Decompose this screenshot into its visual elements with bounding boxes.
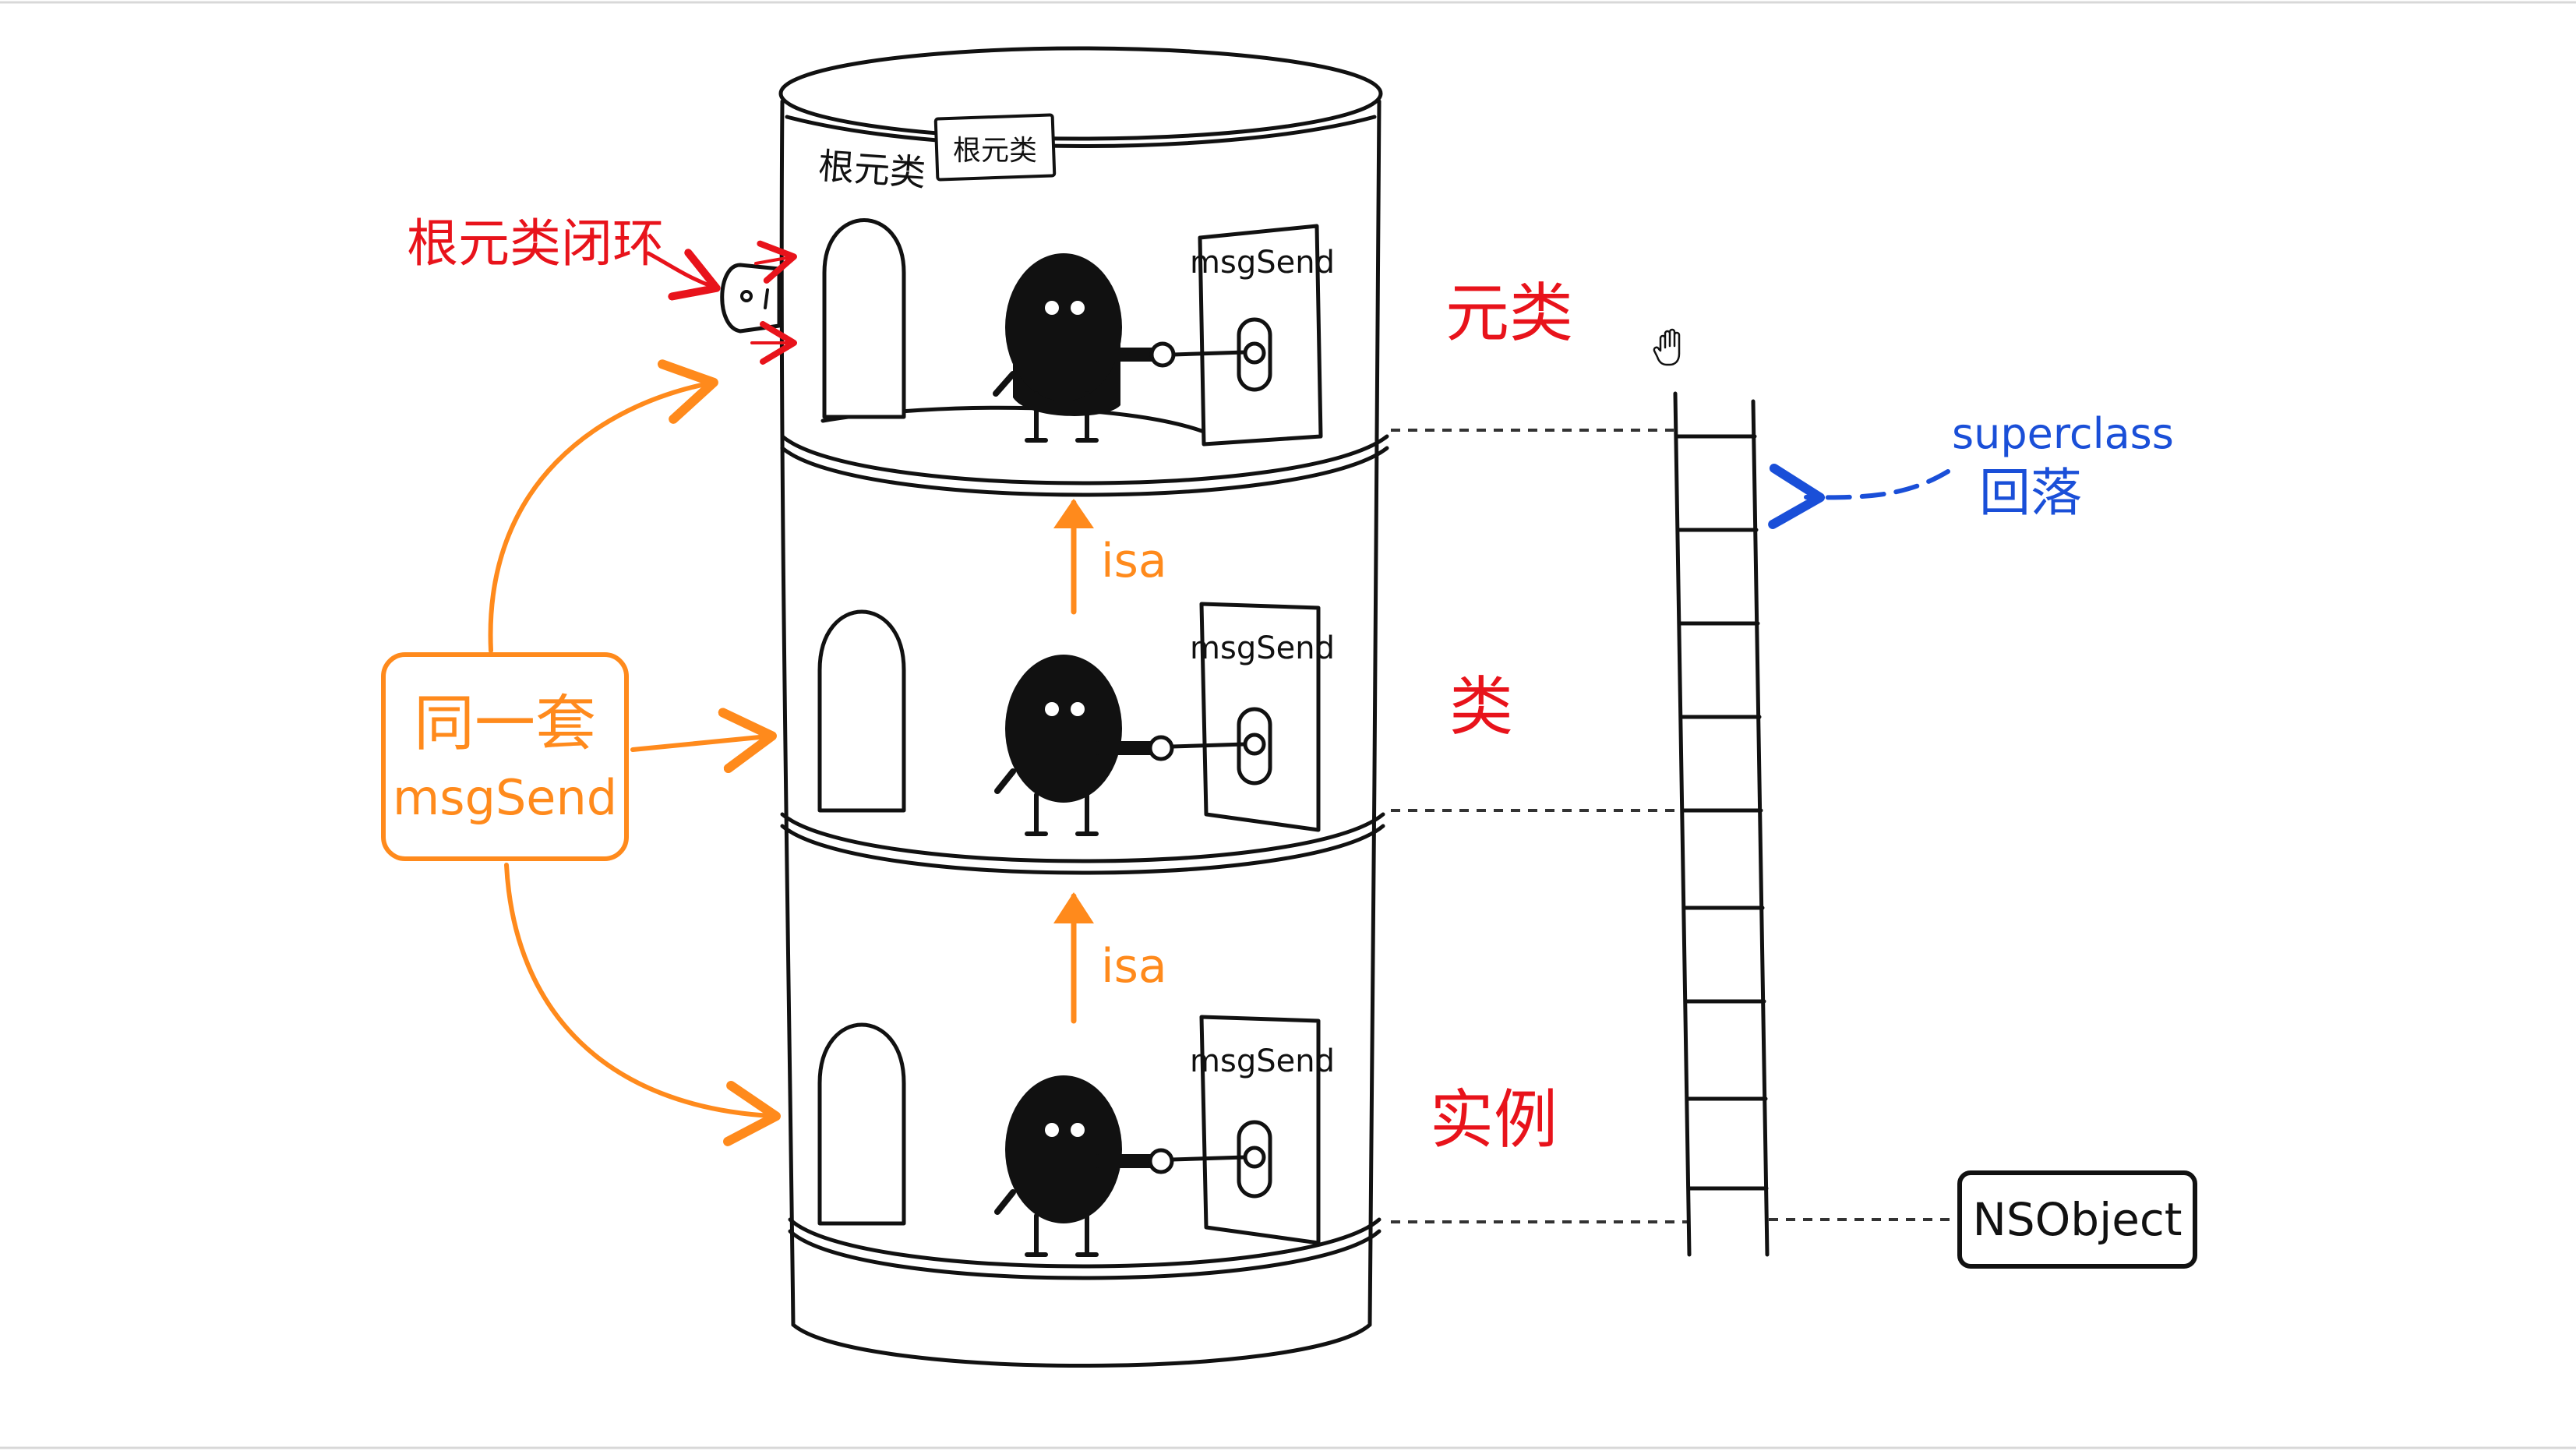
instance-label: 实例: [1430, 1083, 1558, 1157]
tower-left-wall: [779, 99, 796, 1327]
msgsend-panel-bottom-label: msgSend: [1190, 1043, 1335, 1079]
msgsend-panel-top-label: msgSend: [1190, 245, 1335, 281]
tower-right-wall: [1367, 99, 1382, 1327]
root-loop-arrow-main: [646, 249, 721, 301]
superclass-arrow: [1768, 463, 1950, 529]
orange-arrow-to-top: [488, 359, 718, 653]
floor-ring-2: [780, 812, 1385, 863]
top-room-label: 根元类: [817, 145, 927, 194]
msgsend-panel-top: msgSend: [1190, 224, 1335, 447]
class-label: 类: [1449, 670, 1513, 744]
orange-arrow-to-bottom: [504, 863, 781, 1146]
nsobject-label: NSObject: [1972, 1193, 2182, 1246]
msgsend-panel-middle-label: msgSend: [1190, 630, 1335, 666]
tower-base: [791, 1322, 1372, 1368]
top-sign-text: 根元类: [953, 135, 1037, 167]
same-msgsend-line2: msgSend: [393, 769, 617, 826]
character-middle: [994, 655, 1246, 836]
character-bottom: [994, 1075, 1246, 1257]
floor-ring-3: [788, 1217, 1382, 1269]
doorway-middle: [817, 609, 906, 813]
isa-arrow-upper: isa: [1053, 499, 1167, 615]
floor-ring-1: [780, 434, 1389, 485]
character-top: [993, 253, 1246, 443]
doorway-bottom: [817, 1022, 906, 1226]
msgsend-panel-middle: msgSend: [1190, 602, 1335, 832]
same-msgsend-box: 同一套 msgSend: [381, 652, 629, 861]
superclass-label: superclass: [1952, 409, 2174, 458]
tower-top-rim: [778, 46, 1383, 141]
msgsend-panel-bottom: msgSend: [1190, 1015, 1335, 1245]
doorway-top: [822, 218, 906, 419]
root-meta-loop-label: 根元类闭环: [407, 214, 664, 274]
top-sign: 根元类: [933, 113, 1057, 182]
superclass-ladder: [1673, 391, 1770, 1257]
nsobject-box: NSObject: [1957, 1170, 2197, 1269]
isa-label-lower: isa: [1101, 939, 1167, 994]
root-loop-knob: [720, 263, 782, 334]
isa-arrow-lower: isa: [1053, 892, 1167, 1024]
isa-label-upper: isa: [1101, 534, 1167, 588]
orange-arrow-to-middle: [630, 708, 777, 774]
fallback-label: 回落: [1979, 463, 2082, 523]
hand-cursor-icon: [1653, 328, 1681, 366]
same-msgsend-line1: 同一套: [414, 689, 596, 759]
root-loop-arrow-a: [754, 240, 797, 284]
meta-class-label: 元类: [1445, 277, 1573, 351]
